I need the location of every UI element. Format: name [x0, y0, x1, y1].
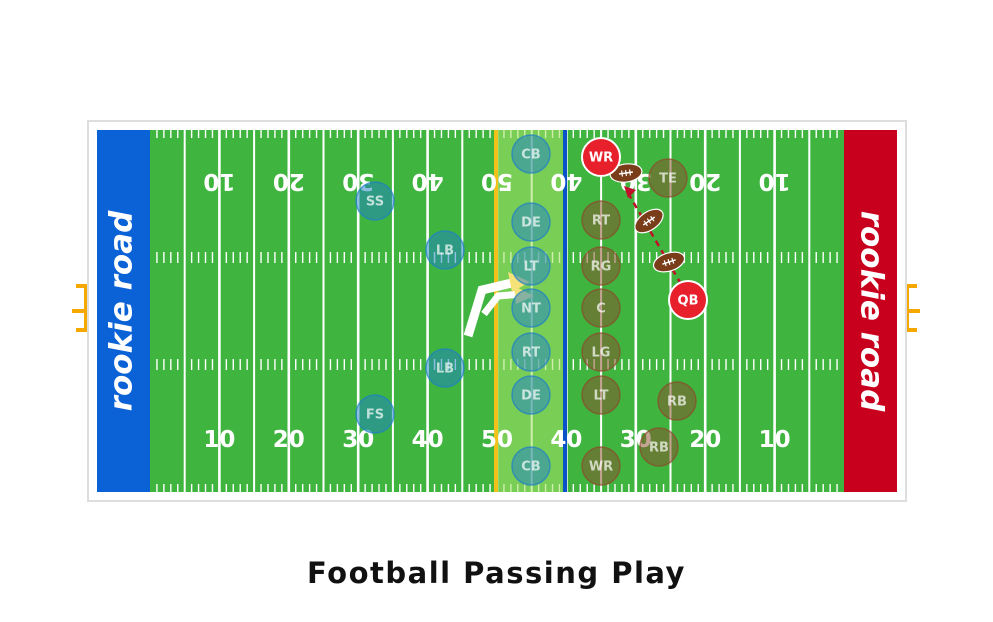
yard-number-top: 40	[412, 168, 444, 194]
player-lb: LB	[425, 230, 465, 270]
yard-number-bottom: 50	[481, 427, 513, 453]
player-lt: LT	[511, 246, 551, 286]
player-lt: LT	[581, 375, 621, 415]
pass-arrowhead-icon	[624, 186, 636, 198]
player-rt: RT	[511, 332, 551, 372]
player-cb: CB	[511, 134, 551, 174]
svg-text:LT: LT	[594, 389, 609, 404]
left-endzone	[97, 130, 150, 492]
yard-number-top: 20	[689, 168, 721, 194]
yard-number-bottom: 40	[412, 427, 444, 453]
svg-text:RB: RB	[667, 395, 687, 410]
right-endzone	[844, 130, 897, 492]
svg-text:LG: LG	[592, 346, 611, 361]
svg-text:WR: WR	[589, 151, 613, 166]
svg-text:CB: CB	[521, 460, 540, 475]
svg-text:NT: NT	[521, 302, 541, 317]
route-line-secondary	[481, 290, 523, 317]
player-de: DE	[511, 375, 551, 415]
yard-number-top: 40	[550, 168, 582, 194]
player-rg: RG	[581, 246, 621, 286]
svg-text:LB: LB	[436, 362, 454, 377]
svg-text:RT: RT	[592, 214, 610, 229]
right-goalpost-crossbar	[905, 284, 917, 332]
svg-text:LB: LB	[436, 244, 454, 259]
football-icon	[609, 163, 643, 183]
svg-text:C: C	[596, 302, 606, 317]
right-endzone-brand: rookie road	[854, 211, 890, 412]
player-c: C	[581, 288, 621, 328]
footballs	[609, 163, 686, 273]
player-rt: RT	[581, 200, 621, 240]
svg-text:CB: CB	[521, 148, 540, 163]
player-cb: CB	[511, 446, 551, 486]
player-fs: FS	[355, 394, 395, 434]
svg-text:TE: TE	[659, 172, 677, 187]
svg-text:RT: RT	[522, 346, 540, 361]
player-nt: NT	[511, 288, 551, 328]
yard-number-top: 20	[273, 168, 305, 194]
svg-text:LT: LT	[524, 260, 539, 275]
yard-number-top: 50	[481, 168, 513, 194]
player-de: DE	[511, 202, 551, 242]
yard-number-bottom: 40	[550, 427, 582, 453]
svg-text:WR: WR	[589, 460, 613, 475]
player-ss: SS	[355, 181, 395, 221]
svg-text:DE: DE	[521, 216, 541, 231]
player-qb: QB	[668, 280, 708, 320]
player-te: TE	[648, 158, 688, 198]
yard-number-bottom: 10	[759, 427, 791, 453]
football-icon	[634, 208, 664, 234]
diagram-title: Football Passing Play	[307, 556, 686, 590]
svg-text:FS: FS	[366, 408, 384, 423]
player-wr: WR	[581, 446, 621, 486]
route-line	[463, 277, 518, 338]
player-rb: RB	[639, 427, 679, 467]
svg-text:QB: QB	[678, 294, 699, 309]
player-lb: LB	[425, 348, 465, 388]
svg-text:DE: DE	[521, 389, 541, 404]
player-rb: RB	[657, 381, 697, 421]
left-endzone-brand: rookie road	[104, 210, 140, 411]
svg-text:RG: RG	[591, 260, 612, 275]
left-goalpost-crossbar	[76, 284, 88, 332]
svg-text:SS: SS	[366, 195, 384, 210]
pass-path	[624, 186, 683, 285]
players: CB SS LB DE LT NT RT DE LB FS CB WR TE RT RG C LG LT RB RB W…	[355, 134, 708, 486]
yard-number-bottom: 20	[689, 427, 721, 453]
player-wr: WR	[581, 137, 621, 177]
yard-number-bottom: 20	[273, 427, 305, 453]
route-arrowhead-icon	[508, 272, 530, 292]
player-lg: LG	[581, 332, 621, 372]
yard-number-bottom: 10	[203, 427, 235, 453]
yard-number-top: 10	[759, 168, 791, 194]
svg-text:RB: RB	[649, 441, 669, 456]
football-icon	[652, 251, 686, 273]
yard-number-top: 10	[203, 168, 235, 194]
